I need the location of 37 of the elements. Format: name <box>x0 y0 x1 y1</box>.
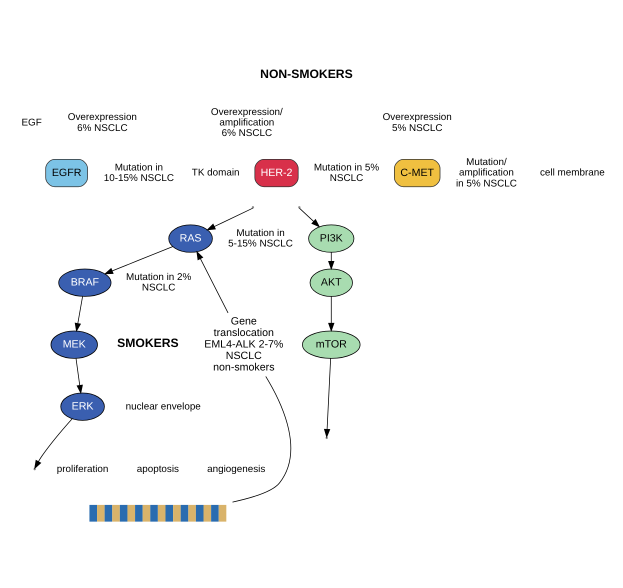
arrow <box>74 296 83 332</box>
label: cell membrane <box>540 167 605 178</box>
node-box: C-MET <box>394 158 440 187</box>
label: SMOKERS <box>117 335 179 350</box>
connector <box>232 376 292 502</box>
node-label: Overexpression/ amplification 6% NSCLC <box>210 106 283 139</box>
node-label: Mutation in 5% NSCLC <box>314 162 380 184</box>
node-box: EGFR <box>45 158 88 187</box>
node-label: Mutation in 10-15% NSCLC <box>104 162 174 184</box>
arrow <box>299 207 320 227</box>
node-ellipse: MEK <box>50 330 98 358</box>
node-label: Mutation in 5-15% NSCLC <box>228 227 293 250</box>
node-ellipse: PI3K <box>308 224 354 252</box>
node-ellipse: AKT <box>310 268 353 296</box>
label: NON-SMOKERS <box>260 66 353 80</box>
arrow <box>324 358 331 438</box>
node-ellipse: ERK <box>60 392 105 420</box>
arrow <box>76 358 83 394</box>
label: nuclear envelope <box>126 400 201 412</box>
arrow <box>196 250 228 313</box>
label: apoptosis <box>136 463 180 474</box>
node-ellipse: RAS <box>168 224 213 252</box>
node-label: EGF <box>21 116 42 128</box>
label: angiogenesis <box>207 463 266 474</box>
arrow <box>104 246 174 274</box>
node-ellipse: mTOR <box>302 330 360 358</box>
arrow <box>328 296 334 332</box>
node-label: Mutation in 2% NSCLC <box>126 271 192 294</box>
node-text: Gene translocation EML4-ALK 2-7% NSCLC non-smokers <box>204 315 284 373</box>
node-ellipse: BRAF <box>58 268 112 296</box>
node-label: TK domain <box>192 167 240 178</box>
label: proliferation <box>56 463 108 474</box>
node-label: Overexpression 5% NSCLC <box>382 112 452 134</box>
node-label: Mutation/ amplification in 5% NSCLC <box>456 156 517 189</box>
node-box: HER-2 <box>254 158 299 187</box>
arrow <box>206 207 254 230</box>
node-label: Overexpression 6% NSCLC <box>68 112 137 134</box>
